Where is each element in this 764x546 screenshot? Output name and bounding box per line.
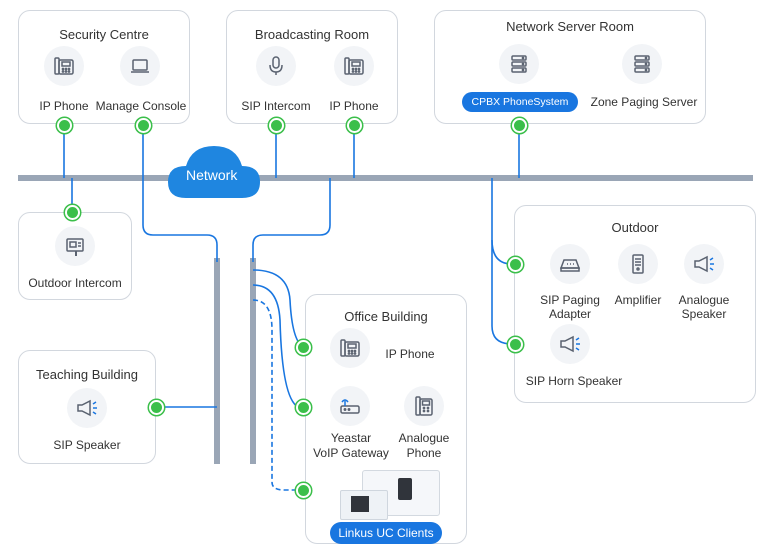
network-cloud-icon bbox=[168, 146, 260, 198]
amplifier-icon bbox=[618, 244, 658, 284]
node-outdoor-intercom bbox=[65, 205, 80, 220]
riser-right bbox=[250, 258, 256, 464]
ip-phone-label: IP Phone bbox=[39, 99, 89, 113]
server-icon bbox=[622, 44, 662, 84]
analogue-phone-label-line2: Phone bbox=[406, 446, 442, 460]
laptop-icon bbox=[120, 46, 160, 86]
zone-paging-server-label: Zone Paging Server bbox=[590, 95, 698, 109]
panel-title: Outdoor bbox=[611, 220, 659, 235]
node-outdoor-horn bbox=[508, 337, 523, 352]
node-server-room bbox=[512, 118, 527, 133]
node-teaching bbox=[149, 400, 164, 415]
linkus-laptop-screenshot bbox=[340, 490, 388, 520]
desk-phone-icon bbox=[404, 386, 444, 426]
node-broadcast-ip-phone bbox=[347, 118, 362, 133]
manage-console-label: Manage Console bbox=[95, 99, 187, 113]
link-office-gateway bbox=[252, 284, 330, 408]
link-right-riser bbox=[252, 178, 331, 262]
panel-title: Security Centre bbox=[59, 27, 149, 42]
panel-title: Broadcasting Room bbox=[254, 27, 370, 42]
gateway-label-line2: VoIP Gateway bbox=[313, 446, 389, 460]
node-office-ip-phone bbox=[296, 340, 311, 355]
microphone-icon bbox=[256, 46, 296, 86]
link-manage-console bbox=[142, 124, 218, 262]
ip-phone-icon bbox=[44, 46, 84, 86]
sip-paging-label-line2: Adapter bbox=[548, 307, 592, 321]
security-centre-panel: Security Centre bbox=[18, 10, 190, 124]
sip-speaker-label: SIP Speaker bbox=[53, 438, 121, 452]
network-label: Network bbox=[186, 167, 238, 183]
gateway-label-line1: Yeastar bbox=[330, 431, 372, 445]
ip-phone-icon bbox=[330, 328, 370, 368]
node-office-gateway bbox=[296, 400, 311, 415]
speaker-icon bbox=[67, 388, 107, 428]
node-sip-intercom bbox=[269, 118, 284, 133]
analogue-speaker-label-line2: Speaker bbox=[681, 307, 727, 321]
outdoor-panel: Outdoor bbox=[514, 205, 756, 403]
amplifier-label: Amplifier bbox=[614, 293, 662, 307]
sip-horn-speaker-label: SIP Horn Speaker bbox=[525, 374, 623, 388]
broadcasting-room-panel: Broadcasting Room bbox=[226, 10, 398, 124]
node-outdoor-paging bbox=[508, 257, 523, 272]
analogue-speaker-icon bbox=[684, 244, 724, 284]
sip-intercom-label: SIP Intercom bbox=[241, 99, 311, 113]
backbone-bar bbox=[18, 175, 753, 181]
router-icon bbox=[330, 386, 370, 426]
node-office-linkus bbox=[296, 483, 311, 498]
panel-title: Office Building bbox=[344, 309, 428, 324]
riser-left bbox=[214, 258, 220, 464]
linkus-mobile-screenshot bbox=[398, 478, 412, 500]
cpbx-phonesystem-badge: CPBX PhoneSystem bbox=[462, 92, 578, 112]
ip-phone-icon bbox=[334, 46, 374, 86]
sip-paging-label-line1: SIP Paging bbox=[540, 293, 600, 307]
ip-phone-label: IP Phone bbox=[329, 99, 379, 113]
node-security-ip-phone bbox=[57, 118, 72, 133]
office-ip-phone-label: IP Phone bbox=[385, 347, 435, 361]
link-office-linkus bbox=[252, 299, 350, 491]
door-intercom-icon bbox=[55, 226, 95, 266]
server-icon bbox=[499, 44, 539, 84]
horn-speaker-icon bbox=[550, 324, 590, 364]
analogue-phone-label-line1: Analogue bbox=[398, 431, 450, 445]
analogue-speaker-label-line1: Analogue bbox=[678, 293, 730, 307]
panel-title: Teaching Building bbox=[36, 367, 138, 382]
node-manage-console bbox=[136, 118, 151, 133]
panel-title: Network Server Room bbox=[506, 19, 634, 34]
outdoor-intercom-label: Outdoor Intercom bbox=[28, 276, 122, 290]
paging-adapter-icon bbox=[550, 244, 590, 284]
linkus-uc-clients-badge: Linkus UC Clients bbox=[330, 522, 442, 544]
